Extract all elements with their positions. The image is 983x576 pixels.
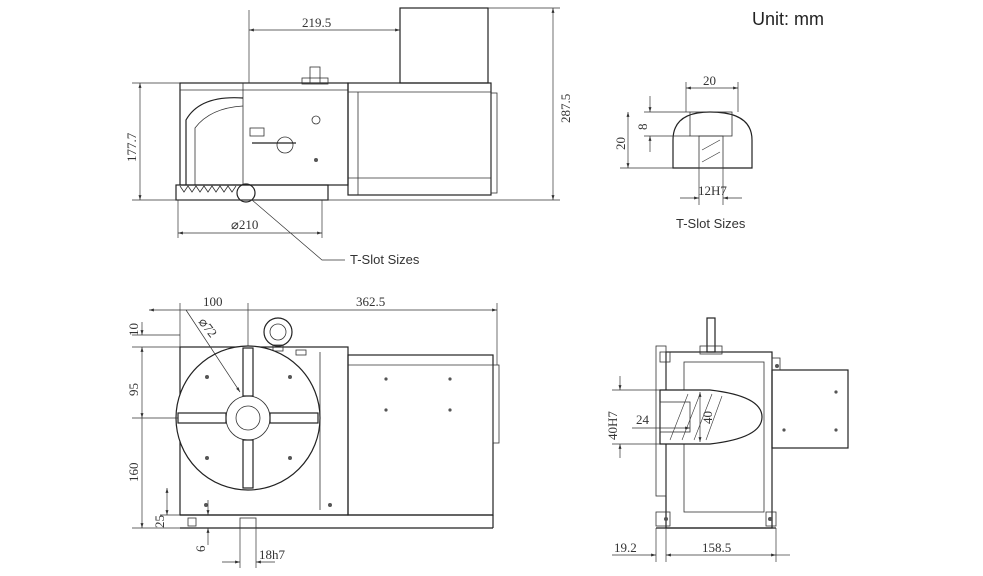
dim-diameter-72: ⌀72	[196, 315, 221, 341]
dim-24: 24	[636, 412, 650, 427]
front-view: 100 362.5 ⌀72 10 95 160 25 6 18h7	[126, 294, 500, 568]
dim-287-5: 287.5	[558, 94, 573, 123]
serrated-base	[175, 184, 329, 201]
dim-158-5: 158.5	[702, 540, 731, 555]
dim-diameter-210: ⌀210	[231, 217, 258, 232]
unit-label: Unit: mm	[752, 9, 824, 29]
dim-40: 40	[700, 411, 715, 424]
dim-177-7: 177.7	[124, 132, 139, 162]
tslot-profile	[672, 111, 753, 169]
end-view: 40H7 24 40 19.2 158.5	[605, 317, 849, 562]
dim-6: 6	[193, 545, 208, 552]
tslot-south	[242, 439, 254, 489]
tslot-detail-view: 20 8 20 12H7 T-Slot Sizes	[613, 73, 753, 231]
dim-219-5: 219.5	[302, 15, 331, 30]
dim-19-2: 19.2	[614, 540, 637, 555]
tslot-callout-left: T-Slot Sizes	[350, 252, 420, 267]
tslot-east	[269, 412, 319, 424]
dim-8: 8	[635, 124, 650, 131]
dim-100: 100	[203, 294, 223, 309]
dim-10: 10	[126, 323, 141, 336]
dim-362-5: 362.5	[356, 294, 385, 309]
dim-40h7: 40H7	[605, 411, 620, 440]
tslot-marker	[236, 183, 256, 203]
dim-20-side: 20	[613, 137, 628, 150]
front-drive-body	[347, 354, 494, 516]
faceplate-curve	[185, 97, 244, 185]
end-plate	[771, 369, 849, 449]
eyebolt	[263, 317, 293, 347]
dim-95: 95	[126, 383, 141, 396]
motor-block	[399, 7, 489, 84]
tslot-callout-right: T-Slot Sizes	[676, 216, 746, 231]
dim-12h7: 12H7	[698, 183, 727, 198]
dim-160: 160	[126, 463, 141, 483]
side-elevation-view: 219.5 287.5 177.7 ⌀210 T-Slot Sizes	[124, 7, 573, 267]
tslot-north	[242, 347, 254, 397]
dim-18h7: 18h7	[259, 547, 286, 562]
dim-20-top: 20	[703, 73, 716, 88]
dim-25: 25	[152, 515, 167, 528]
tslot-west	[177, 412, 227, 424]
